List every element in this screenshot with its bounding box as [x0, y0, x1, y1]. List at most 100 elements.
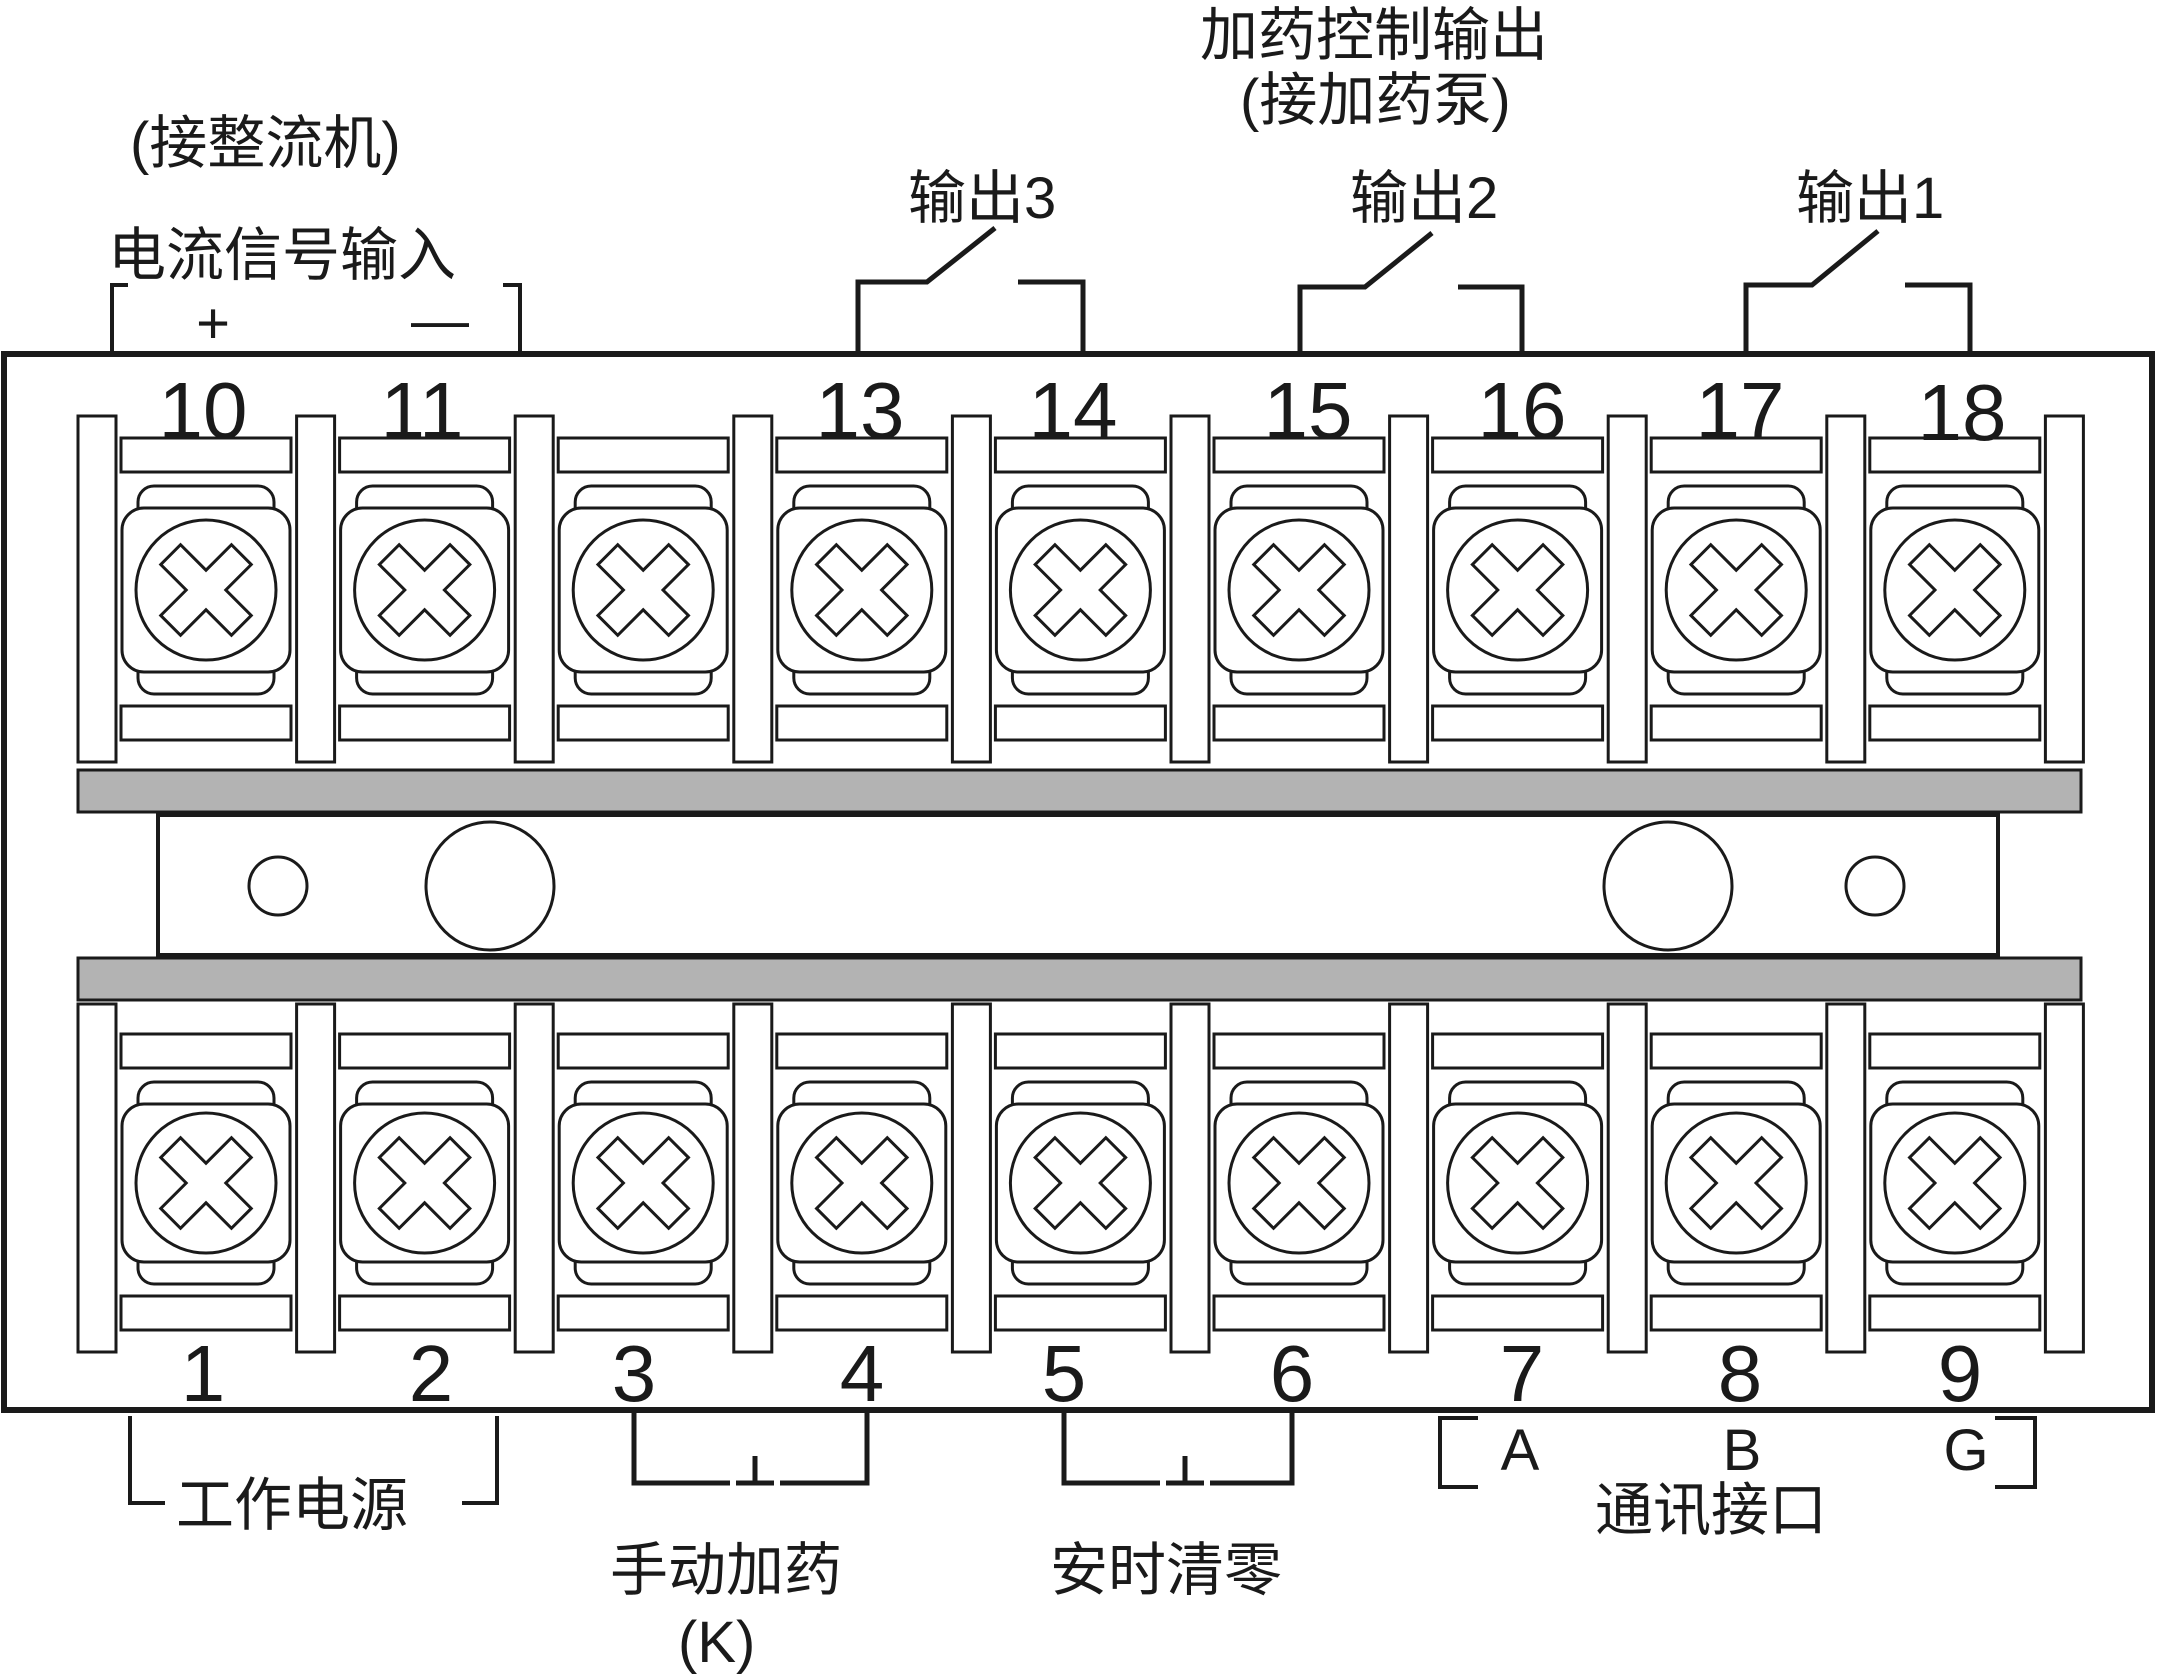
top-terminal-numbers: 10 11 13 14 15 16 17 18: [159, 366, 2007, 457]
bottom-terminal-2[interactable]: [338, 1032, 512, 1332]
terminal-number-5: 5: [1042, 1329, 1087, 1418]
bottom-terminal-3[interactable]: [556, 1032, 730, 1332]
top-terminal-13[interactable]: [775, 436, 949, 742]
comm-b-label: B: [1723, 1418, 1762, 1483]
terminal-tab-lower: [1868, 704, 2042, 742]
screw-slot-icon: [1688, 1135, 1784, 1231]
terminal-tab-lower: [775, 704, 949, 742]
terminal-number-13: 13: [816, 366, 905, 455]
output3-label: 输出3: [908, 166, 1056, 231]
top-terminal-row: [76, 414, 2085, 764]
terminal-tab-lower: [338, 704, 512, 742]
screw-slot-icon: [1470, 542, 1565, 638]
terminal-tab-lower: [556, 704, 730, 742]
manual-dosing-key-label: (K): [678, 1610, 755, 1675]
top-grey-bar: [76, 768, 2083, 814]
separator-wall: [1388, 414, 1430, 764]
screw-slot-icon: [1907, 1135, 2003, 1231]
separator-wall: [76, 1002, 118, 1354]
terminal-tab-upper: [993, 1032, 1167, 1070]
timed-reset-label: 安时清零: [1050, 1538, 1282, 1603]
bottom-terminal-5[interactable]: [993, 1032, 1167, 1332]
terminal-number-17: 17: [1696, 366, 1785, 455]
top-terminal-17[interactable]: [1649, 436, 1823, 742]
terminal-number-15: 15: [1264, 366, 1353, 455]
output2-label: 输出2: [1350, 166, 1498, 231]
terminal-number-6: 6: [1270, 1329, 1315, 1418]
terminal-tab-upper: [1431, 436, 1605, 474]
top-terminal-15[interactable]: [1212, 436, 1386, 742]
screw-slot-icon: [1907, 542, 2003, 638]
screw-slot-icon: [814, 542, 910, 638]
terminal-tab-upper: [1649, 1032, 1823, 1070]
terminal-tab-upper: [338, 436, 512, 474]
bottom-terminal-6[interactable]: [1212, 1032, 1386, 1332]
top-terminal-10[interactable]: [119, 436, 293, 742]
output2-relay-symbol: [1297, 231, 1525, 352]
terminal-tab-lower: [556, 1294, 730, 1332]
separator-wall: [1606, 414, 1648, 764]
terminal-tab-lower: [1431, 1294, 1605, 1332]
separator-wall: [513, 414, 555, 764]
terminal-number-9: 9: [1938, 1329, 1983, 1418]
power-bracket: [128, 1416, 499, 1505]
terminal-tab-lower: [1212, 1294, 1386, 1332]
output1-relay-symbol: [1743, 229, 1973, 352]
separator-wall: [1606, 1002, 1648, 1354]
terminal-tab-upper: [775, 436, 949, 474]
terminal-tab-upper: [556, 1032, 730, 1070]
terminal-tab-upper: [1431, 1032, 1605, 1070]
bottom-terminal-9[interactable]: [1868, 1032, 2042, 1332]
communication-port-label: 通讯接口: [1595, 1478, 1827, 1543]
terminal-tab-upper: [1212, 436, 1386, 474]
terminal-tab-lower: [119, 1294, 293, 1332]
separator-wall: [295, 414, 337, 764]
separator-wall: [1825, 1002, 1867, 1354]
screw-slot-icon: [595, 1135, 691, 1231]
screw-slot-icon: [595, 542, 691, 638]
comm-g-label: G: [1943, 1418, 1988, 1483]
screw-slot-icon: [158, 542, 254, 638]
bottom-terminal-row: [76, 1002, 2085, 1354]
current-signal-input-label: 电流信号输入: [108, 223, 456, 288]
bottom-terminal-7[interactable]: [1431, 1032, 1605, 1332]
output3-relay-symbol: [855, 226, 1086, 352]
terminal-tab-upper: [119, 1032, 293, 1070]
terminal-number-14: 14: [1029, 366, 1118, 455]
separator-wall: [513, 1002, 555, 1354]
separator-wall: [2043, 1002, 2085, 1354]
top-terminal-unlabeled[interactable]: [556, 436, 730, 742]
terminal-tab-lower: [338, 1294, 512, 1332]
top-terminal-11[interactable]: [338, 436, 512, 742]
bottom-terminal-8[interactable]: [1649, 1032, 1823, 1332]
screw-slot-icon: [1251, 1135, 1347, 1231]
separator-wall: [1388, 1002, 1430, 1354]
plus-sign: +: [196, 291, 230, 356]
terminal-tab-upper: [1649, 436, 1823, 474]
comm-port-bracket: [1438, 1416, 2037, 1489]
terminal-tab-upper: [556, 436, 730, 474]
separator-wall: [295, 1002, 337, 1354]
terminal-tab-upper: [1868, 436, 2042, 474]
bottom-terminal-1[interactable]: [119, 1032, 293, 1332]
terminal-tab-upper: [1212, 1032, 1386, 1070]
top-terminal-18[interactable]: [1868, 436, 2042, 742]
output1-label: 输出1: [1796, 166, 1944, 231]
mounting-hole-large-right: [1602, 820, 1734, 952]
mounting-hole-large-left: [424, 820, 556, 952]
terminal-tab-upper: [338, 1032, 512, 1070]
manual-dosing-switch-symbol: [631, 1410, 870, 1486]
terminal-tab-lower: [775, 1294, 949, 1332]
screw-slot-icon: [1033, 542, 1128, 638]
screw-slot-icon: [1251, 542, 1347, 638]
terminal-number-11: 11: [380, 366, 463, 455]
top-terminal-16[interactable]: [1431, 436, 1605, 742]
current-input-bracket: [110, 283, 522, 354]
bottom-terminal-numbers: 1 2 3 4 5 6 7 8 9: [181, 1329, 1983, 1418]
terminal-tab-lower: [1431, 704, 1605, 742]
terminal-tab-lower: [1649, 1294, 1823, 1332]
bottom-terminal-4[interactable]: [775, 1032, 949, 1332]
top-terminal-14[interactable]: [993, 436, 1167, 742]
separator-wall: [732, 414, 774, 764]
